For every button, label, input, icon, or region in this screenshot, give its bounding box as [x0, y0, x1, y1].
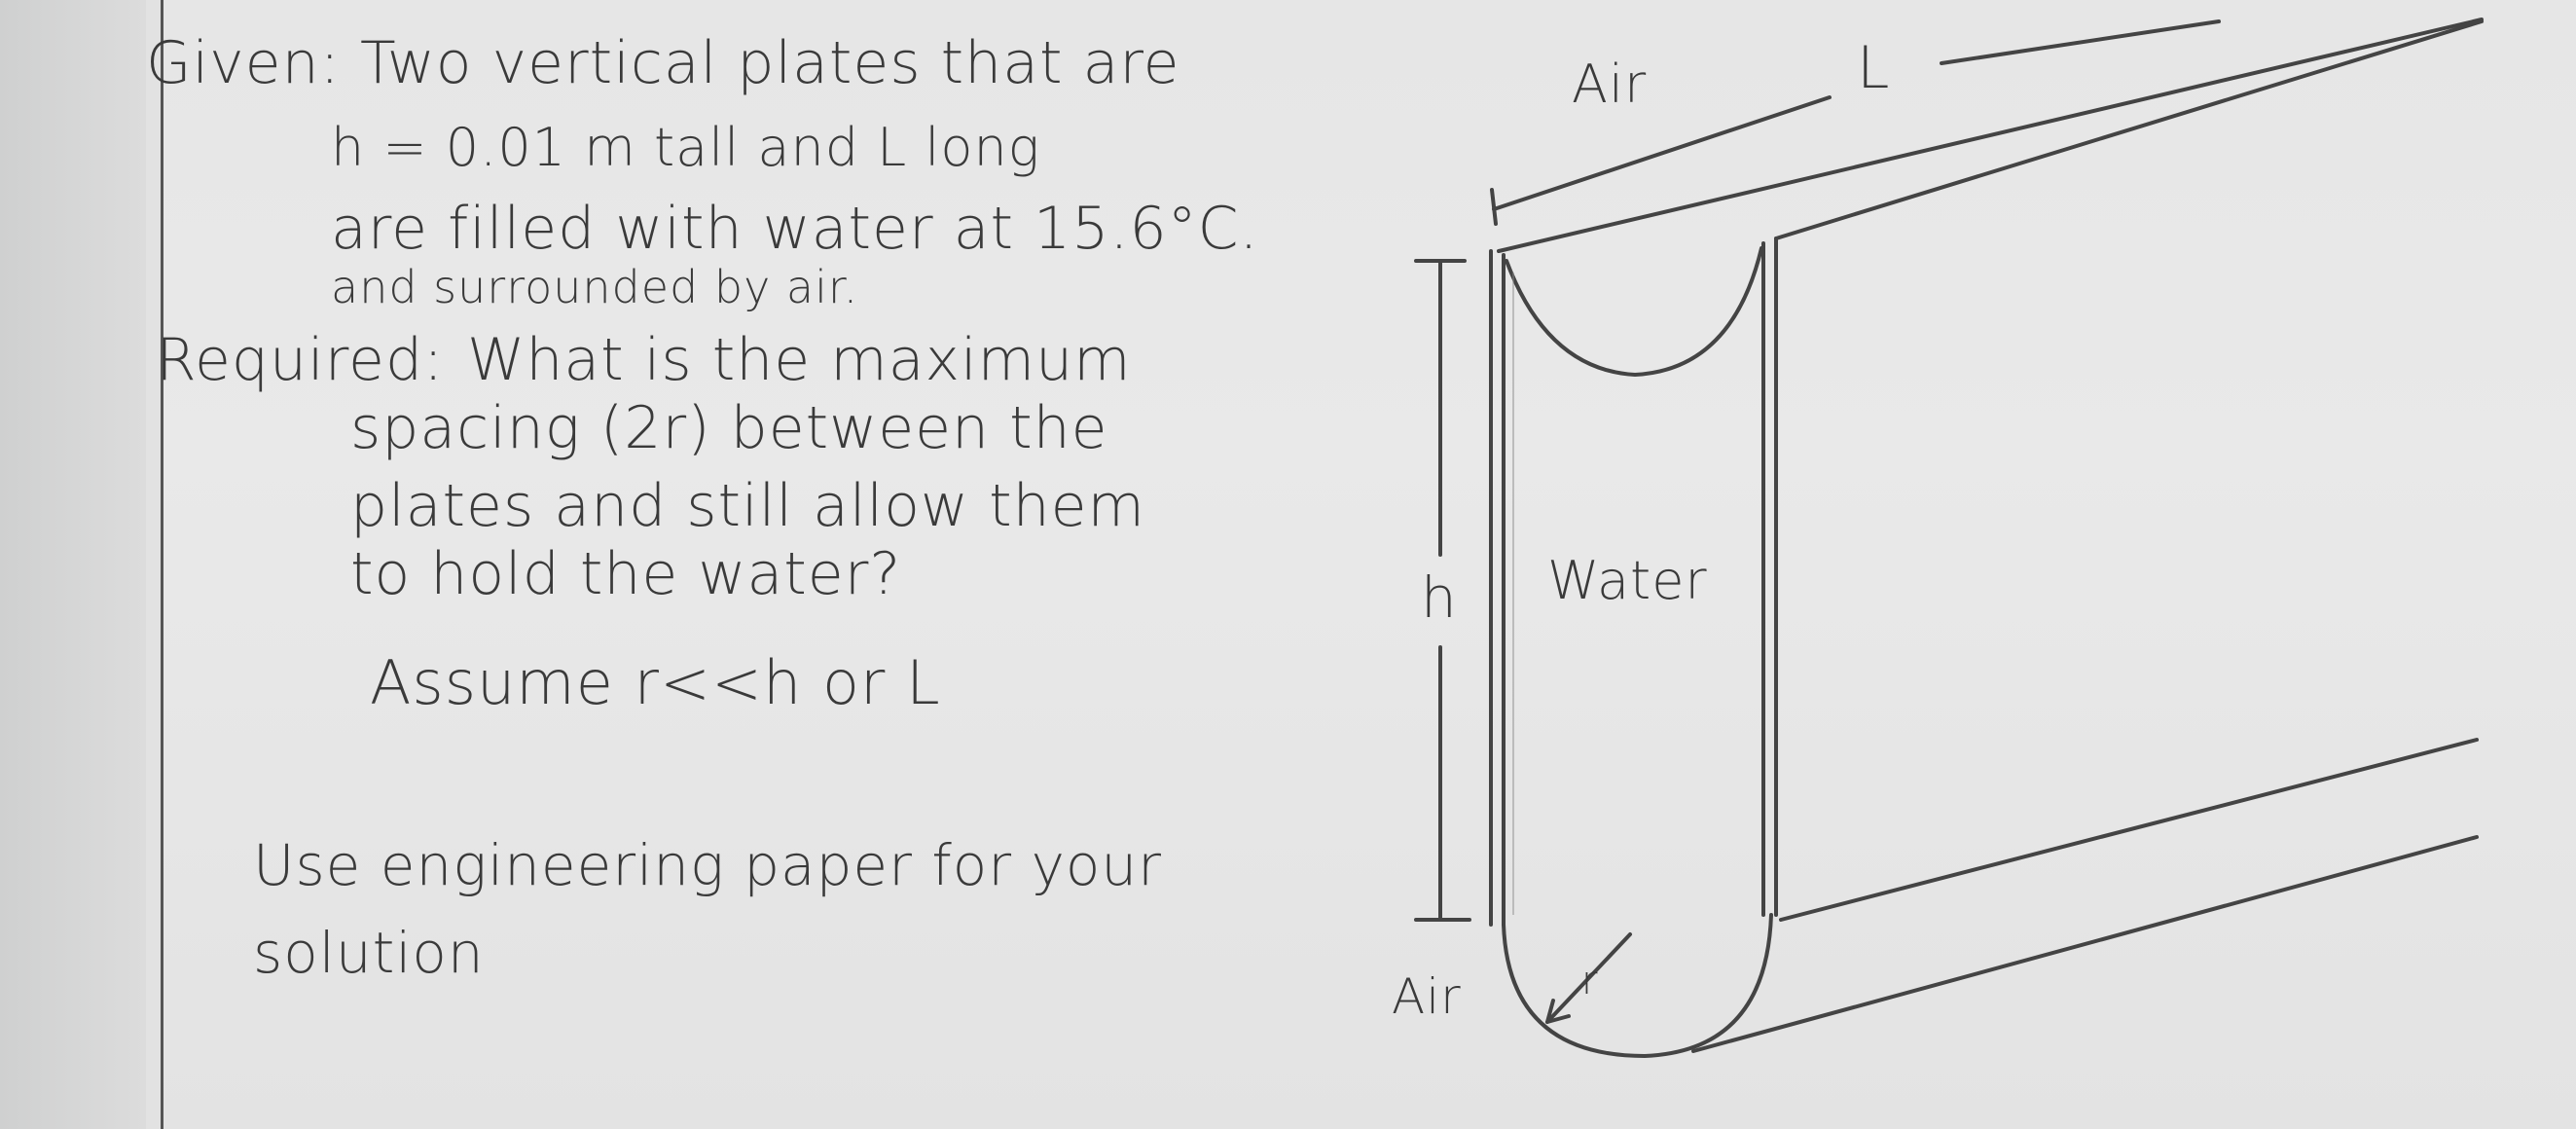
given-line-4: and surrounded by air. [331, 261, 859, 313]
water-bottom-curve [1502, 913, 1773, 1058]
length-label: L [1857, 34, 1891, 102]
given-line-3: are filled with water at 15.6°C. [331, 195, 1259, 263]
water-bottom-edge [1691, 835, 2479, 1053]
instruction-line-1: Use engineering paper for your [253, 832, 1162, 898]
radius-arrow-head [1545, 999, 1571, 1024]
given-label: Given: [146, 29, 341, 97]
given-line-1: Two vertical plates that are [360, 29, 1180, 97]
length-dimension-line-right [1940, 19, 2221, 65]
required-line-3: plates and still allow them [350, 472, 1145, 540]
required-line-1: What is the maximum [467, 326, 1132, 394]
air-bottom-label: Air [1392, 968, 1462, 1025]
height-label: h [1421, 564, 1458, 631]
required-label: Required: [156, 326, 445, 394]
front-plate-top-edge [1774, 19, 2484, 240]
given-line-2: h = 0.01 m tall and L long [331, 117, 1041, 178]
air-top-label: Air [1572, 54, 1648, 115]
page-left-margin [0, 0, 146, 1129]
radius-label: r [1581, 959, 1599, 1003]
length-dimension-tick [1490, 188, 1498, 226]
back-plate-top-edge [1497, 18, 2484, 253]
assumption-text: Assume r<<h or L [370, 647, 941, 718]
water-label: Water [1547, 550, 1708, 611]
required-line-4: to hold the water? [350, 540, 902, 608]
length-dimension-line-left [1492, 95, 1832, 211]
radius-arrow-line [1545, 932, 1632, 1024]
plate-bottom-edge [1779, 738, 2479, 922]
meniscus-curve [1505, 246, 1763, 377]
required-line-2: spacing (2r) between the [350, 394, 1108, 462]
worksheet [161, 0, 2576, 1129]
instruction-line-2: solution [253, 920, 485, 986]
